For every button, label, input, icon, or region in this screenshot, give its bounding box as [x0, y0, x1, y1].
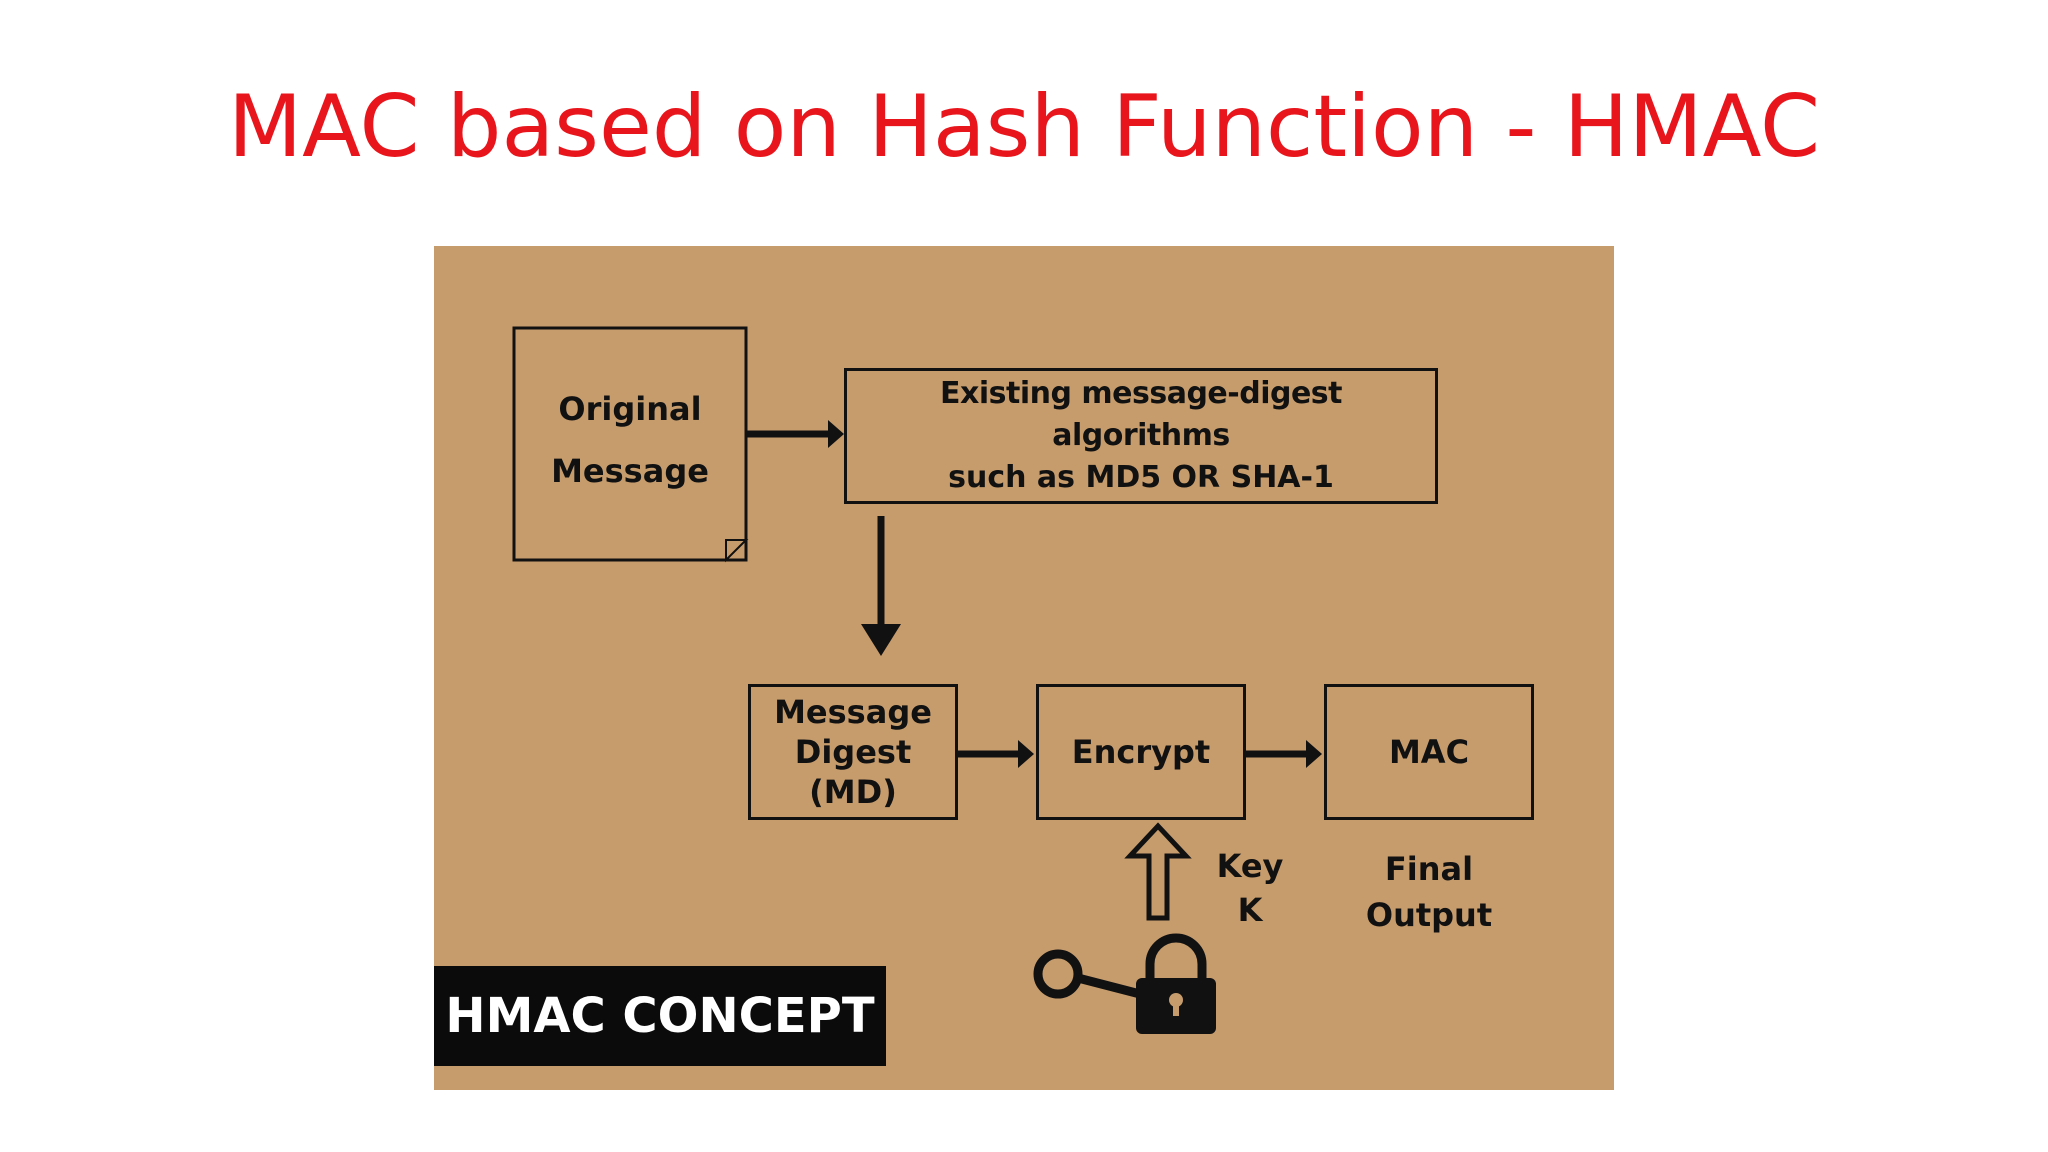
padlock-icon: [1136, 933, 1216, 1034]
encrypt-box: Encrypt: [1036, 684, 1246, 820]
hmac-diagram-panel: Original Message Existing message-digest…: [434, 246, 1614, 1090]
connector-layer: [512, 326, 1322, 1034]
original-message-line-1: Original: [558, 390, 702, 428]
arrow-algorithms-to-digest: [861, 516, 901, 656]
key-label-line-1: Key: [1216, 847, 1284, 885]
document-shape: [512, 326, 749, 563]
hash-algorithms-line-2: such as MD5 OR SHA-1: [948, 460, 1334, 495]
final-output-line-1: Final: [1384, 850, 1474, 888]
final-output-label: Final Output: [1354, 846, 1504, 938]
hmac-concept-badge: HMAC CONCEPT: [434, 966, 886, 1066]
hash-algorithms-line-1: Existing message-digest algorithms: [940, 376, 1343, 453]
key-label: Key K: [1200, 844, 1300, 932]
final-output-line-2: Output: [1365, 896, 1493, 934]
arrow-message-to-algorithms: [746, 420, 844, 448]
message-digest-line-1: Message: [774, 693, 932, 731]
key-input-arrow: [1124, 822, 1192, 921]
key-label-line-2: K: [1237, 891, 1263, 929]
arrow-digest-to-encrypt: [958, 740, 1034, 768]
key-icon: [1033, 949, 1142, 999]
message-digest-line-3: (MD): [809, 773, 897, 811]
message-digest-box: Message Digest (MD): [748, 684, 958, 820]
hash-algorithms-box: Existing message-digest algorithms such …: [844, 368, 1438, 504]
slide-title: MAC based on Hash Function - HMAC: [227, 77, 1821, 177]
original-message-line-2: Message: [551, 452, 709, 490]
original-message-label: Original Message: [514, 378, 746, 502]
message-digest-line-2: Digest: [794, 733, 912, 771]
mac-box: MAC: [1324, 684, 1534, 820]
arrow-encrypt-to-mac: [1246, 740, 1322, 768]
